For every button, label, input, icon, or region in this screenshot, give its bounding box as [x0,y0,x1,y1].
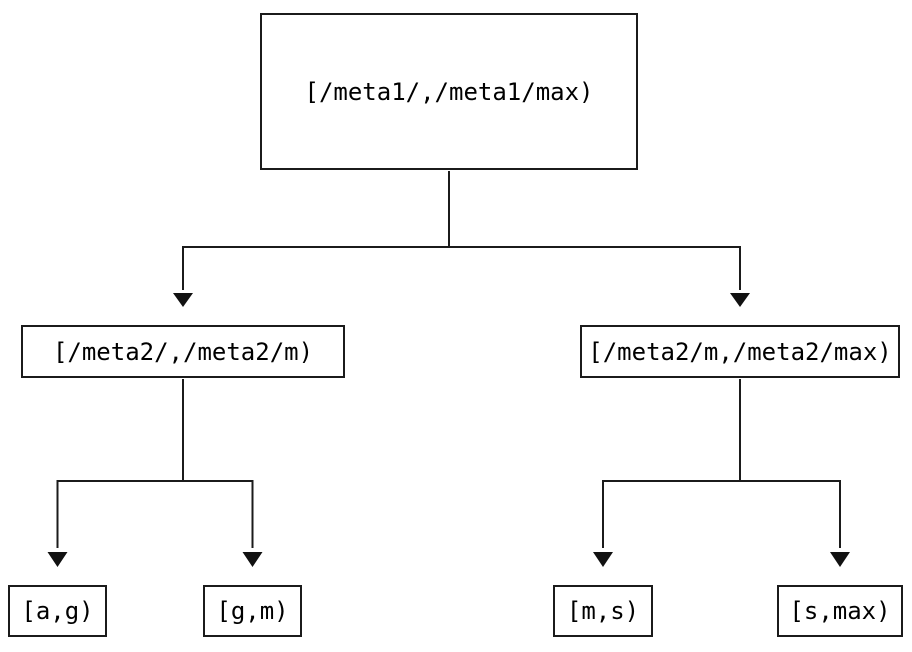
node-leaf-ag: [a,g) [8,585,107,637]
edge-left-child-to-leaves [47,379,263,567]
edge-right-child-to-leaves [593,379,850,567]
edge-root-to-children [173,171,750,307]
arrowhead-icon [242,552,263,567]
arrowhead-icon [830,552,850,567]
arrowhead-icon [47,552,68,567]
node-left-child-range: [/meta2/,/meta2/m) [21,325,345,378]
node-leaf-ms: [m,s) [553,585,653,637]
arrowhead-icon [173,293,193,307]
node-leaf-smax: [s,max) [777,585,903,637]
node-right-child-range: [/meta2/m,/meta2/max) [580,325,900,378]
arrowhead-icon [730,293,750,307]
node-leaf-gm: [g,m) [203,585,302,637]
arrowhead-icon [593,552,613,567]
node-root-range: [/meta1/,/meta1/max) [260,13,638,170]
